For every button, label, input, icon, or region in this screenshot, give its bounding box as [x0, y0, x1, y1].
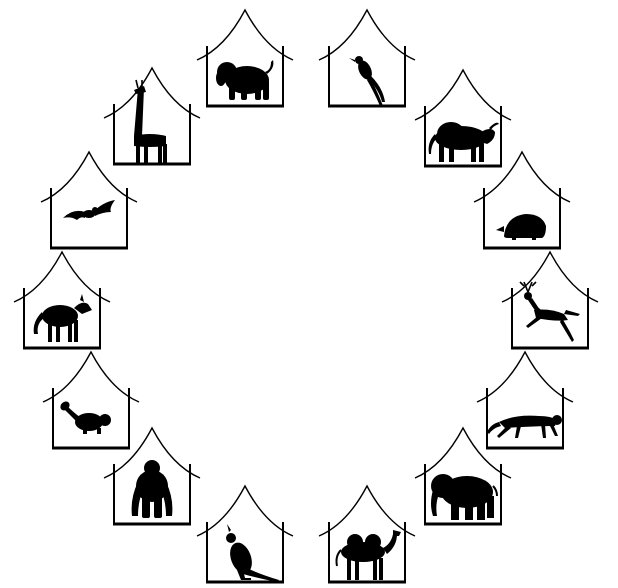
house-hedgehog [473, 150, 571, 250]
bat-icon [63, 200, 115, 220]
wolf-icon [33, 294, 92, 342]
beaver-icon [60, 401, 111, 434]
house-gorilla [103, 426, 201, 526]
kangaroo-icon [226, 524, 279, 582]
house-bat [40, 150, 138, 250]
mandrill-icon [216, 60, 274, 100]
house-roof [318, 484, 416, 537]
house-bird [318, 8, 416, 108]
house-roof [103, 426, 201, 479]
deer-icon [519, 281, 580, 342]
bull-icon [428, 122, 499, 162]
camel-icon [335, 530, 401, 580]
house-roof [196, 484, 294, 537]
house-roof [476, 350, 574, 403]
house-giraffe [103, 66, 201, 166]
house-roof [318, 8, 416, 61]
house-roof [13, 250, 111, 303]
house-roof [501, 250, 599, 303]
house-beaver [42, 350, 140, 450]
house-bull [414, 68, 512, 168]
house-roof [414, 426, 512, 479]
house-camel [318, 484, 416, 584]
house-deer [501, 250, 599, 350]
house-roof [473, 150, 571, 203]
cheetah-icon [487, 415, 562, 438]
house-kangaroo [196, 484, 294, 584]
bird-icon [349, 56, 385, 106]
hedgehog-icon [496, 214, 546, 240]
house-elephant [414, 426, 512, 526]
house-mandrill [196, 8, 294, 108]
giraffe-icon [134, 79, 167, 164]
house-cheetah [476, 350, 574, 450]
house-walls [113, 104, 191, 165]
house-roof [103, 66, 201, 119]
house-roof [40, 150, 138, 203]
house-roof [42, 350, 140, 403]
house-roof [196, 8, 294, 61]
house-wolf [13, 250, 111, 350]
house-roof [414, 68, 512, 121]
gorilla-icon [131, 460, 173, 518]
elephant-icon [431, 474, 498, 520]
